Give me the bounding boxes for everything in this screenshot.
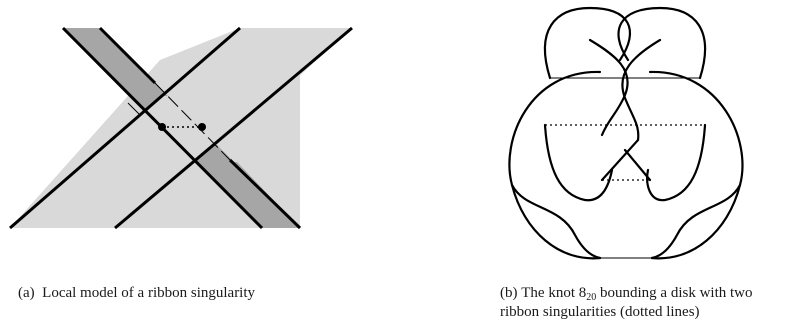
ribbon-singularity-diagram	[9, 26, 353, 230]
knot-inner-cup	[543, 123, 614, 202]
edge-line-nw-2b	[228, 158, 302, 230]
panel-b-figure	[490, 0, 760, 270]
caption-a-text: Local model of a ribbon singularity	[42, 285, 256, 301]
knot-top-right-loop	[617, 6, 706, 80]
edge-line-ne-1	[9, 26, 241, 230]
knot-inner-triangle	[600, 138, 652, 182]
knot-bottom-right	[650, 183, 742, 260]
knot-8-20-diagram	[508, 6, 744, 260]
singularity-endpoint-right	[198, 123, 206, 131]
edge-line-nw-2	[98, 26, 157, 85]
caption-a-label: (a)	[18, 285, 35, 301]
knot-bottom-left	[510, 183, 602, 260]
caption-b-pre: The knot	[521, 285, 579, 301]
edge-line-ne-2	[114, 26, 353, 230]
dark-band-top	[63, 28, 168, 96]
caption-b: (b) The knot 820 bounding a disk with tw…	[500, 284, 800, 322]
dark-band-bottom	[200, 162, 300, 228]
panel-a-figure	[0, 0, 370, 240]
hidden-line-1	[154, 82, 231, 161]
caption-a: (a) Local model of a ribbon singularity	[18, 284, 348, 303]
caption-b-label: (b)	[500, 285, 518, 301]
knot-lobe-right	[648, 70, 744, 260]
light-sheet-main	[10, 28, 352, 228]
knot-inner-cup-right	[646, 123, 707, 202]
knot-strands	[508, 6, 744, 260]
singularity-endpoint-left	[158, 123, 166, 131]
knot-twist-2	[621, 38, 662, 142]
hidden-line-2	[127, 102, 141, 116]
knot-top-left-loop	[544, 6, 632, 80]
knot-lobe-left	[508, 70, 602, 260]
caption-b-line1-rest: bounding a disk with two	[596, 285, 753, 301]
knot-number: 8	[578, 285, 587, 301]
knot-index: 20	[586, 292, 597, 303]
caption-b-line2: ribbon singularities (dotted lines)	[500, 304, 700, 320]
